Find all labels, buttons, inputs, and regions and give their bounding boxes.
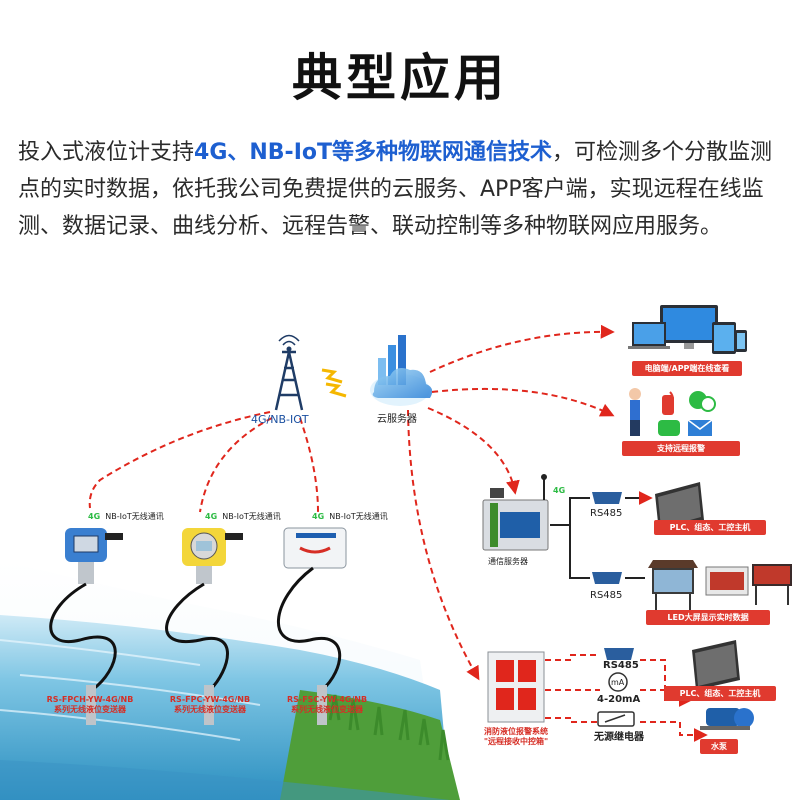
device-fpch-illustration xyxy=(49,528,123,725)
monitoring-screens-illustration xyxy=(628,305,747,354)
device-1-badge-sup: 4G xyxy=(88,512,101,521)
water-pump-illustration xyxy=(700,708,754,730)
server-4g-label: 4G xyxy=(553,486,566,495)
db9-connector-icons xyxy=(592,492,634,660)
device-3-badge-sup: 4G xyxy=(312,512,325,521)
device-3-desc: 系列无线液位变送器 xyxy=(291,705,363,714)
intro-paragraph: 投入式液位计支持4G、NB-IoT等多种物联网通信技术，可检测多个分散监测点的实… xyxy=(18,134,788,245)
device-1-badge-text: NB-IoT无线通讯 xyxy=(105,512,164,521)
pump-tag: 水泵 xyxy=(700,739,738,754)
tower-label: 4G/NB-IOT xyxy=(251,413,309,426)
device-1-badge: 4G NB-IoT无线通讯 xyxy=(88,504,164,523)
wireless-signal-icon xyxy=(321,368,347,398)
rs485-label-c: RS485 xyxy=(603,660,639,671)
led-tag: LED大屏显示实时数据 xyxy=(646,610,770,625)
fire-box-line1: 消防液位报警系统 xyxy=(484,727,548,736)
plc-monitor-illustration xyxy=(655,482,740,690)
device-1-model: RS-FPCH-YW-4G/NB xyxy=(46,695,134,704)
led-display-illustration xyxy=(648,560,792,610)
ma-label: 4-20mA xyxy=(597,694,641,705)
cloud-server-icon xyxy=(370,335,433,406)
ma-symbol: mA xyxy=(611,678,625,687)
device-3-badge-text: NB-IoT无线通讯 xyxy=(329,512,388,521)
device-2-badge-sup: 4G xyxy=(205,512,218,521)
rs485-label-a: RS485 xyxy=(590,508,623,519)
intro-text-1: 投入式液位计支持 xyxy=(18,140,195,165)
ma-meter-icon xyxy=(608,672,628,692)
pc-app-tag: 电脑端/APP端在线查看 xyxy=(632,361,742,376)
intro-text-2: ，可检测多个分散监测点的实时数据，依托我公司免费提供的云服务、APP客户端，实现… xyxy=(18,140,773,239)
fire-control-box-illustration xyxy=(487,651,545,723)
server-cables xyxy=(550,491,653,579)
device-2-badge-text: NB-IoT无线通讯 xyxy=(222,512,281,521)
dashed-connections xyxy=(88,324,708,742)
device-2-desc: 系列无线液位变送器 xyxy=(174,705,246,714)
relay-label: 无源继电器 xyxy=(594,732,644,743)
fire-box-line2: "远程接收中控箱" xyxy=(483,737,549,746)
plc-tag-b: PLC、组态、工控主机 xyxy=(664,686,776,701)
device-fsc-illustration xyxy=(276,527,347,725)
fire-box-caption: 消防液位报警系统 "远程接收中控箱" xyxy=(470,727,562,747)
device-3-model: RS-FSC-YW-4G/NB xyxy=(286,695,368,704)
device-2-badge: 4G NB-IoT无线通讯 xyxy=(205,504,281,523)
signal-tower-icon xyxy=(274,334,304,411)
alarm-tag: 支持远程报警 xyxy=(622,441,740,456)
page-title: 典型应用 xyxy=(292,49,508,107)
plc-tag-a: PLC、组态、工控主机 xyxy=(654,520,766,535)
device-1-caption: RS-FPCH-YW-4G/NB 系列无线液位变送器 xyxy=(35,695,145,715)
communication-server-illustration xyxy=(482,474,549,551)
server-label: 通信服务器 xyxy=(488,557,528,566)
device-3-caption: RS-FSC-YW-4G/NB 系列无线液位变送器 xyxy=(272,695,382,715)
device-2-model: RS-FPC-YW-4G/NB xyxy=(169,695,251,704)
relay-icon xyxy=(597,711,635,727)
alarm-icons xyxy=(629,388,716,436)
device-2-caption: RS-FPC-YW-4G/NB 系列无线液位变送器 xyxy=(155,695,265,715)
device-3-badge: 4G NB-IoT无线通讯 xyxy=(312,504,388,523)
device-1-desc: 系列无线液位变送器 xyxy=(54,705,126,714)
cloud-server-label: 云服务器 xyxy=(377,414,417,425)
intro-highlight: 4G、NB-IoT等多种物联网通信技术 xyxy=(194,140,552,165)
device-fpc-illustration xyxy=(165,528,243,725)
rs485-label-b: RS485 xyxy=(590,590,623,601)
